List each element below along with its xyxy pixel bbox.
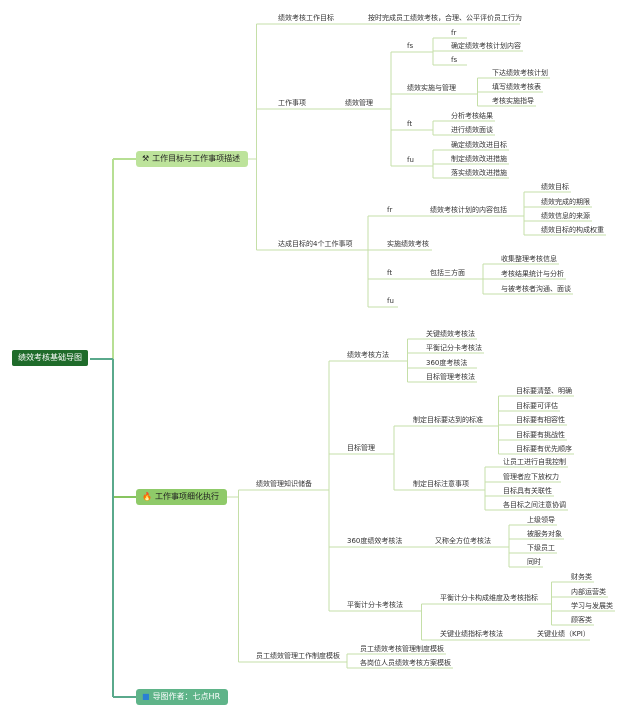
template-node: 员工绩效管理工作制度模板 <box>256 652 340 660</box>
square-icon: ■ <box>142 692 150 701</box>
deg360-child-3: 同时 <box>527 558 541 566</box>
std-child-4: 目标要有优先顺序 <box>516 445 572 453</box>
root-node: 绩效考核基础导图 <box>12 350 88 366</box>
dims-child-0: 财务类 <box>571 573 592 581</box>
ft-child-1: 进行绩效面谈 <box>451 126 493 134</box>
fu-node-2: fu <box>387 297 394 305</box>
branch-author-label: 导图作者：七点HR <box>152 692 221 701</box>
methods-node: 绩效考核方法 <box>347 351 389 359</box>
fs-child-1: 确定绩效考核计划内容 <box>451 42 521 50</box>
attn-child-0: 让员工进行自我控制 <box>503 458 566 466</box>
kpi-node: 关键业绩指标考核法 <box>440 630 503 638</box>
exec-node: 实施绩效考核 <box>387 240 429 248</box>
deg360-child-1: 被服务对象 <box>527 530 562 538</box>
goal-desc: 按时完成员工绩效考核，合理、公平评价员工行为 <box>368 14 522 22</box>
work-items-node: 工作事项 <box>278 99 306 107</box>
fs-child-2: fs <box>451 56 458 64</box>
perf-mgmt-node: 绩效管理 <box>345 99 373 107</box>
ft-child-0: 分析考核结果 <box>451 112 493 120</box>
impl-child-0: 下达绩效考核计划 <box>492 69 548 77</box>
target-node: 目标管理 <box>347 444 375 452</box>
method-2: 360度考核法 <box>426 359 468 367</box>
plan-child-1: 绩效完成的期限 <box>541 198 590 206</box>
dims-child-1: 内部运营类 <box>571 588 606 596</box>
deg360-child-0: 上级领导 <box>527 516 555 524</box>
three-node: 包括三方面 <box>430 269 465 277</box>
dims-child-2: 学习与发展类 <box>571 602 613 610</box>
fr-node: fr <box>387 206 393 214</box>
attn-child-1: 管理者应下放权力 <box>503 473 559 481</box>
branch-work-goals-label: 工作目标与工作事项描述 <box>152 154 241 163</box>
ft-node-1: ft <box>407 120 413 128</box>
plan-child-3: 绩效目标的构成权重 <box>541 226 604 234</box>
branch-detail-exec: 🔥工作事项细化执行 <box>136 489 227 505</box>
method-1: 平衡记分卡考核法 <box>426 344 482 352</box>
impl-child-1: 填写绩效考核表 <box>492 83 541 91</box>
template-child-1: 各岗位人员绩效考核方案模板 <box>360 659 451 667</box>
tools-icon: ⚒ <box>142 154 150 163</box>
branch-detail-exec-label: 工作事项细化执行 <box>154 492 219 501</box>
four-tasks-node: 达成目标的4个工作事项 <box>278 240 353 248</box>
bsc-node: 平衡计分卡考核法 <box>347 601 403 609</box>
three-child-1: 考核结果统计与分析 <box>501 270 564 278</box>
std-node: 制定目标要达到的标准 <box>413 416 483 424</box>
template-child-0: 员工绩效考核管理制度模板 <box>360 645 444 653</box>
plan-node: 绩效考核计划的内容包括 <box>430 206 507 214</box>
std-child-0: 目标要清楚、明确 <box>516 387 572 395</box>
fire-icon: 🔥 <box>142 492 152 501</box>
three-child-2: 与被考核者沟通、面谈 <box>501 285 571 293</box>
fu-child-1: 制定绩效改进措施 <box>451 155 507 163</box>
three-child-0: 收集整理考核信息 <box>501 255 557 263</box>
plan-child-2: 绩效信息的来源 <box>541 212 590 220</box>
fs-node: fs <box>407 42 414 50</box>
deg360-sub: 又称全方位考核法 <box>435 537 491 545</box>
knowledge-node: 绩效管理知识储备 <box>256 480 312 488</box>
method-0: 关键绩效考核法 <box>426 330 475 338</box>
fu-node-1: fu <box>407 156 414 164</box>
branch-author: ■导图作者：七点HR <box>136 689 229 705</box>
impl-node: 绩效实施与管理 <box>407 84 456 92</box>
dims-node: 平衡计分卡构成维度及考核指标 <box>440 594 538 602</box>
branch-work-goals: ⚒工作目标与工作事项描述 <box>136 151 249 167</box>
std-child-1: 目标要可评估 <box>516 402 558 410</box>
attn-child-2: 目标具有关联性 <box>503 487 552 495</box>
method-3: 目标管理考核法 <box>426 373 475 381</box>
deg360-child-2: 下级员工 <box>527 544 555 552</box>
dims-child-3: 顾客类 <box>571 616 592 624</box>
kpi-child: 关键业绩（KPI） <box>537 630 590 638</box>
attn-child-3: 各目标之间注意协调 <box>503 501 566 509</box>
deg360-node: 360度绩效考核法 <box>347 537 403 545</box>
std-child-3: 目标要有挑战性 <box>516 431 565 439</box>
ft-node-2: ft <box>387 269 393 277</box>
fu-child-2: 落实绩效改进措施 <box>451 169 507 177</box>
plan-child-0: 绩效目标 <box>541 183 569 191</box>
fs-child-0: fr <box>451 29 457 37</box>
fu-child-0: 确定绩效改进目标 <box>451 141 507 149</box>
attn-node: 制定目标注意事项 <box>413 480 469 488</box>
impl-child-2: 考核实施指导 <box>492 97 534 105</box>
goal-node: 绩效考核工作目标 <box>278 14 334 22</box>
std-child-2: 目标要有相容性 <box>516 416 565 424</box>
